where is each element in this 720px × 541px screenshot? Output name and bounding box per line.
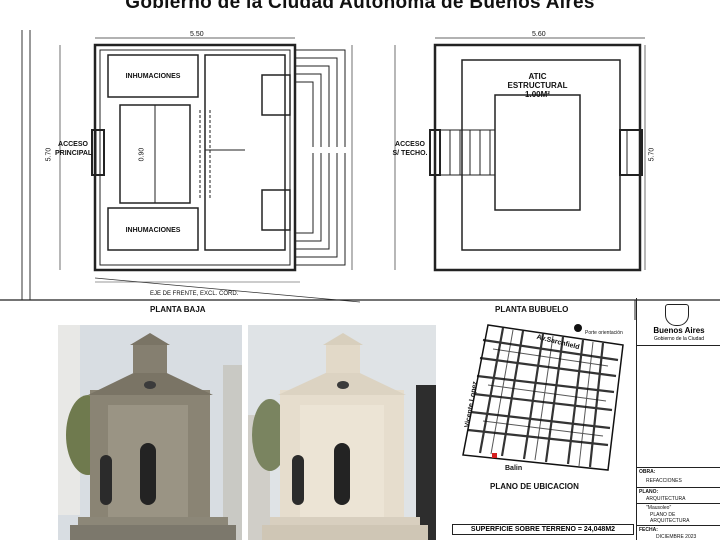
obra-value: REFACCIONES <box>646 478 682 484</box>
right-height-dim: 5.70 <box>648 147 656 162</box>
atic-line-2: ESTRUCTURAL <box>507 81 568 90</box>
tb-fecha: FECHA: DICIEMBRE 2023 <box>636 525 720 541</box>
location-caption: PLANO DE UBICACION <box>490 482 579 491</box>
fecha-key: FECHA: <box>639 527 658 533</box>
access-principal-label: ACCESO PRINCIPAL <box>55 140 93 158</box>
plano-value: ARQUITECTURA <box>646 496 686 502</box>
city-seal-icon <box>665 304 689 326</box>
tb-blank <box>636 345 720 468</box>
tb-obra: OBRA: REFACCIONES <box>636 467 720 488</box>
brand-subtitle: Gobierno de la Ciudad <box>653 336 705 342</box>
name-value: "Mausoleo" <box>646 505 672 511</box>
access-roof-line-2: S/ TECHO. <box>392 150 428 157</box>
atic-line-1: ATIC <box>528 72 547 81</box>
obra-key: OBRA: <box>639 469 656 475</box>
page-title: Gobierno de la Ciudad Autónoma de Buenos… <box>125 0 595 13</box>
center-dim: 0.90 <box>138 147 146 162</box>
access-roof-label: ACCESO S/ TECHO. <box>392 140 428 158</box>
right-width-dim: 5.60 <box>532 31 546 38</box>
access-line-1: ACCESO <box>58 141 88 148</box>
tb-name: "Mausoleo" PLANO DE ARQUITECTURA <box>636 503 720 526</box>
street-balin: Balin <box>505 465 523 472</box>
left-height-dim: 5.70 <box>45 147 53 162</box>
access-line-2: PRINCIPAL <box>55 150 93 157</box>
brand-name: Buenos Aires <box>653 326 705 335</box>
name-value-2: PLANO DE <box>650 512 676 518</box>
atic-line-3: 1.00M² <box>525 90 550 99</box>
plano-key: PLANO: <box>639 489 659 495</box>
floor-plan-left <box>0 30 380 303</box>
fecha-value: DICIEMBRE 2023 <box>656 534 697 540</box>
mausoleum-photos <box>58 325 436 540</box>
left-width-dim: 5.50 <box>190 31 204 38</box>
orientation-legend: Porte orientación <box>585 330 623 336</box>
tb-plano: PLANO: ARQUITECTURA <box>636 487 720 504</box>
room-bottom-label: INHUMACIONES <box>125 227 181 234</box>
location-map <box>462 324 624 471</box>
photo-after <box>248 325 436 540</box>
floor-plan-right <box>380 37 720 320</box>
surface-label: SUPERFICIE SOBRE TERRENO = 24,048M2 <box>452 524 634 535</box>
site-marker <box>492 453 497 458</box>
planta-baja-caption: PLANTA BAJA <box>150 305 206 314</box>
location-title: PLANTA BUBUELO <box>495 305 569 314</box>
access-roof-line-1: ACCESO <box>395 141 425 148</box>
frontage-label: EJE DE FRENTE, EXCL. CORD. <box>150 291 239 297</box>
room-top-label: INHUMACIONES <box>125 73 181 80</box>
title-block <box>636 298 720 540</box>
atic-label: ATIC ESTRUCTURAL 1.00M² <box>495 72 580 99</box>
name-value-3: ARQUITECTURA <box>650 518 690 524</box>
photo-before <box>58 325 242 540</box>
